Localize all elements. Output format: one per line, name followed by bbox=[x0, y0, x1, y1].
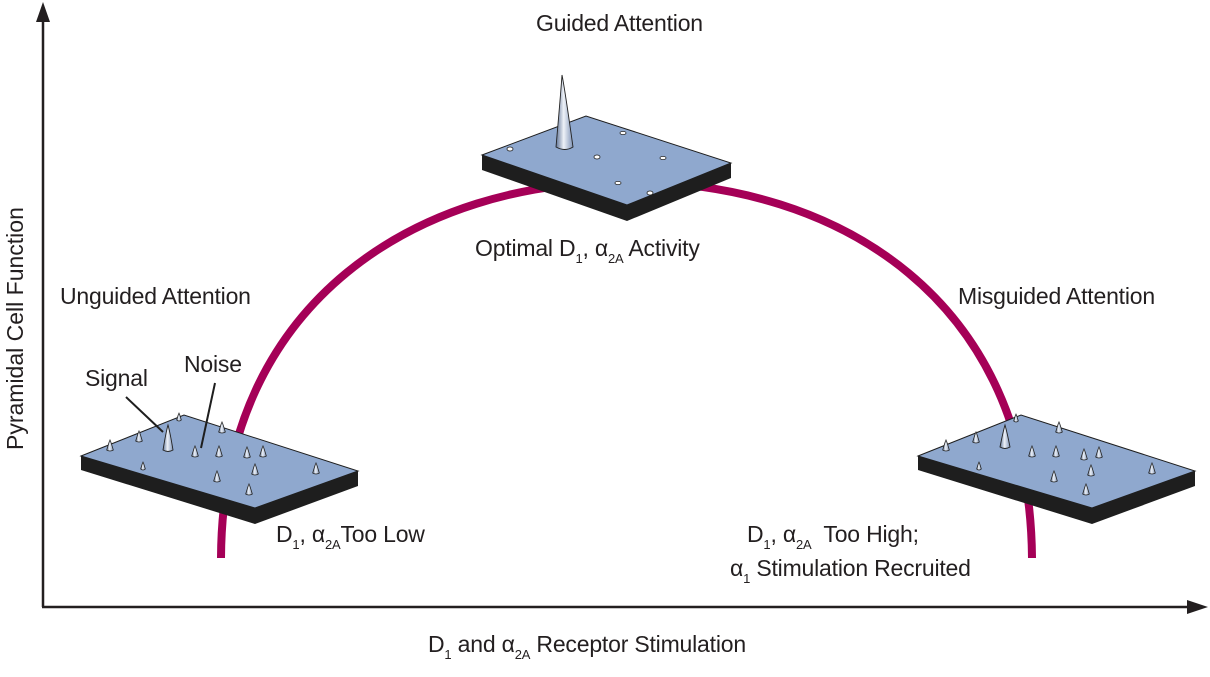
signal-label: Signal bbox=[85, 365, 148, 391]
noise-spike bbox=[972, 431, 980, 444]
misguided-attention-title: Misguided Attention bbox=[958, 283, 1155, 309]
noise-spike bbox=[176, 412, 182, 422]
noise-spike bbox=[213, 470, 221, 483]
noise-spikes bbox=[106, 412, 320, 496]
noise-spike bbox=[135, 430, 143, 443]
misguided-attention-plate bbox=[916, 413, 1197, 524]
noise-spike bbox=[215, 445, 223, 458]
noise-pointer bbox=[200, 382, 216, 449]
guided-attention-plate bbox=[480, 74, 733, 221]
noise-spike bbox=[1082, 483, 1090, 496]
noise-spike bbox=[1055, 421, 1063, 434]
noise-spike bbox=[251, 463, 259, 476]
x-axis bbox=[42, 600, 1208, 614]
unguided-attention-title: Unguided Attention bbox=[60, 283, 251, 309]
y-axis-arrow-icon bbox=[36, 2, 50, 22]
signal-spike bbox=[555, 74, 574, 150]
y-axis-label: Pyramidal Cell Function bbox=[2, 207, 28, 450]
signal-pointer bbox=[125, 396, 164, 433]
noise-spike bbox=[243, 446, 251, 459]
noise-spike bbox=[259, 445, 267, 458]
noise-spike bbox=[1095, 446, 1103, 459]
too-low-caption: D1, α2AToo Low bbox=[276, 521, 425, 552]
noise-spike bbox=[106, 439, 114, 452]
too-high-caption: D1, α2A Too High; bbox=[747, 521, 919, 552]
noise-spike bbox=[1028, 445, 1036, 458]
noise-spike bbox=[942, 439, 950, 452]
noise-spike bbox=[312, 462, 320, 475]
noise-spike bbox=[1052, 445, 1060, 458]
noise-spikes bbox=[506, 130, 667, 196]
guided-attention-title: Guided Attention bbox=[536, 10, 703, 36]
y-axis bbox=[36, 2, 50, 607]
unguided-attention-plate bbox=[79, 382, 360, 524]
noise-spike bbox=[976, 461, 982, 471]
noise-label: Noise bbox=[184, 351, 242, 377]
alpha1-recruited-caption: α1 Stimulation Recruited bbox=[730, 555, 971, 586]
x-axis-label: D1 and α2A Receptor Stimulation bbox=[428, 631, 746, 662]
signal-spike bbox=[999, 423, 1011, 449]
noise-spike bbox=[1148, 462, 1156, 475]
noise-spike bbox=[191, 445, 199, 458]
noise-spike bbox=[218, 421, 226, 434]
x-axis-arrow-icon bbox=[1187, 600, 1208, 614]
noise-spike bbox=[140, 461, 146, 471]
optimal-activity-caption: Optimal D1, α2A Activity bbox=[475, 235, 700, 266]
noise-spike bbox=[245, 483, 253, 496]
noise-spike bbox=[1087, 464, 1095, 477]
noise-spike bbox=[1050, 470, 1058, 483]
signal-spike bbox=[162, 423, 174, 452]
noise-spike bbox=[1080, 448, 1088, 461]
noise-spike bbox=[1013, 413, 1019, 423]
noise-spikes bbox=[942, 413, 1156, 496]
